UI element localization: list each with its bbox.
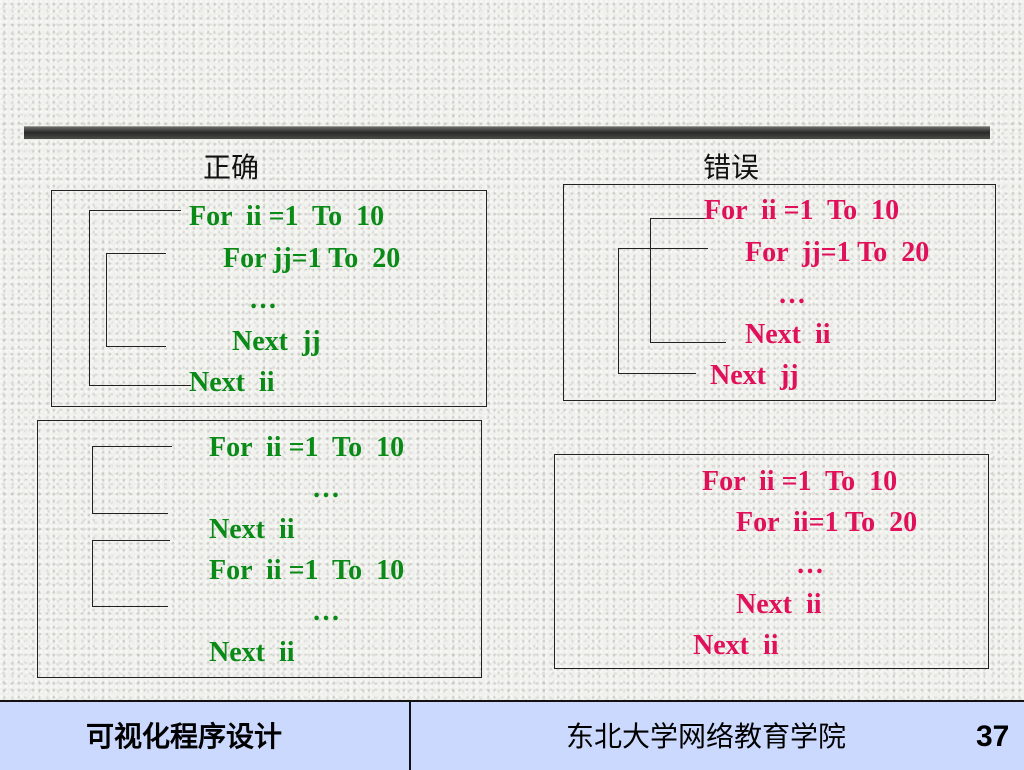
bracket-line <box>618 373 696 374</box>
background-grid-line <box>0 175 1024 176</box>
code-box-correct-sequential <box>37 420 482 678</box>
code-line: Next ii <box>209 637 295 668</box>
bracket-line <box>92 446 172 447</box>
code-line: … <box>312 473 340 504</box>
bracket-line <box>618 248 708 249</box>
code-box-wrong-crossed <box>563 184 996 401</box>
code-box-correct-nested <box>51 190 487 407</box>
bracket-line <box>106 346 166 347</box>
bracket-line <box>92 540 170 541</box>
code-line: … <box>778 279 806 310</box>
code-line: Next ii <box>693 630 779 661</box>
bracket-line <box>650 218 710 219</box>
code-line: Next ii <box>745 319 831 350</box>
bracket-line <box>92 606 168 607</box>
background-grid-line <box>350 0 351 700</box>
code-line: … <box>312 596 340 627</box>
code-line: For ii =1 To 10 <box>704 195 900 226</box>
bracket-line <box>106 253 166 254</box>
code-line: Next ii <box>736 589 822 620</box>
background-grid-line <box>0 350 1024 351</box>
code-line: For ii =1 To 10 <box>189 201 385 232</box>
code-line: … <box>249 284 277 315</box>
footer-course-title: 可视化程序设计 <box>86 720 283 753</box>
background-grid-line <box>525 0 526 700</box>
bracket-line <box>106 253 107 346</box>
background-grid-line <box>875 0 876 700</box>
bracket-line <box>618 248 619 373</box>
code-line: For ii =1 To 10 <box>209 432 405 463</box>
title-divider-bar <box>24 126 990 140</box>
heading-correct: 正确 <box>203 151 260 184</box>
footer-bar: 可视化程序设计 东北大学网络教育学院 37 <box>0 700 1024 770</box>
bracket-line <box>92 513 168 514</box>
bracket-line <box>89 210 181 211</box>
code-line: For ii =1 To 10 <box>702 466 898 497</box>
code-line: Next ii <box>189 367 275 398</box>
background-grid-line <box>0 525 1024 526</box>
footer-school-name: 东北大学网络教育学院 <box>566 720 847 753</box>
bracket-line <box>92 540 93 606</box>
heading-wrong: 错误 <box>703 151 760 184</box>
background-grid-line <box>700 0 701 700</box>
background-grid-line <box>175 0 176 700</box>
bracket-line <box>650 218 651 342</box>
code-line: Next ii <box>209 514 295 545</box>
bracket-line <box>89 385 191 386</box>
bracket-line <box>89 210 90 385</box>
code-box-wrong-same-variable <box>554 454 989 669</box>
code-line: For ii=1 To 20 <box>736 507 918 538</box>
code-line: For ii =1 To 10 <box>209 555 405 586</box>
code-line: … <box>796 549 824 580</box>
code-line: For jj=1 To 20 <box>223 243 401 274</box>
bracket-line <box>650 342 726 343</box>
code-line: Next jj <box>232 326 321 357</box>
code-line: For jj=1 To 20 <box>745 237 930 268</box>
bracket-line <box>92 446 93 513</box>
code-line: Next jj <box>710 360 799 391</box>
page-number: 37 <box>976 720 1010 753</box>
footer-divider <box>409 702 411 770</box>
